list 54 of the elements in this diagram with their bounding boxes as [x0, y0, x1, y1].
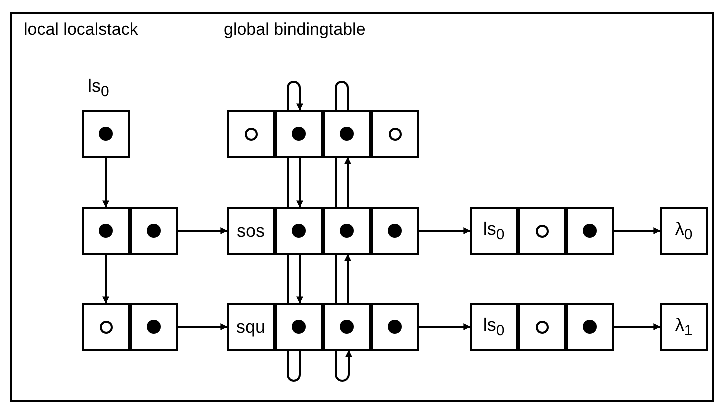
record-cell — [82, 207, 130, 255]
record-cell — [130, 303, 178, 351]
loop-arrow — [287, 81, 304, 111]
record-cell — [323, 303, 371, 351]
section-heading: local localstack — [24, 20, 138, 40]
record-cell — [227, 303, 275, 351]
record-cell — [323, 110, 371, 158]
record-cell — [518, 207, 566, 255]
record-cell — [323, 207, 371, 255]
arrow — [614, 228, 661, 234]
record-cell — [227, 110, 275, 158]
connector-line — [335, 255, 337, 303]
arrow — [344, 157, 352, 207]
record-cell — [518, 303, 566, 351]
cell-label: λ$_{0}$ — [675, 218, 693, 244]
cell-label: squ — [236, 316, 266, 338]
record-cell — [275, 110, 323, 158]
arrow — [178, 324, 228, 330]
cell-label: ls$_{0}$ — [483, 314, 505, 340]
arrow — [102, 255, 110, 304]
arrow — [419, 228, 471, 234]
record-cell — [82, 303, 130, 351]
node-caption: ls$_{0}$ — [88, 76, 110, 101]
loop-line — [335, 81, 349, 110]
arrow — [178, 228, 228, 234]
connector-line — [335, 158, 337, 207]
record-cell — [82, 110, 130, 158]
record-cell — [371, 303, 419, 351]
section-heading: global bindingtable — [224, 20, 366, 40]
record-cell — [470, 207, 518, 255]
record-cell — [275, 303, 323, 351]
record-cell — [227, 207, 275, 255]
loop-arrow — [335, 350, 352, 382]
record-cell — [371, 110, 419, 158]
cell-label: λ$_{1}$ — [675, 314, 693, 340]
cell-label: ls$_{0}$ — [483, 218, 505, 244]
arrow — [419, 324, 471, 330]
record-cell — [660, 207, 708, 255]
arrow — [102, 158, 110, 208]
arrow — [614, 324, 661, 330]
connector-line — [287, 158, 289, 207]
record-cell — [130, 207, 178, 255]
arrow — [296, 158, 304, 208]
record-cell — [275, 207, 323, 255]
loop-line — [287, 351, 301, 382]
arrow — [296, 255, 304, 304]
record-cell — [566, 303, 614, 351]
record-cell — [566, 207, 614, 255]
record-cell — [371, 207, 419, 255]
record-cell — [470, 303, 518, 351]
cell-label: sos — [236, 220, 265, 242]
record-cell — [660, 303, 708, 351]
arrow — [344, 254, 352, 303]
connector-line — [287, 255, 289, 303]
